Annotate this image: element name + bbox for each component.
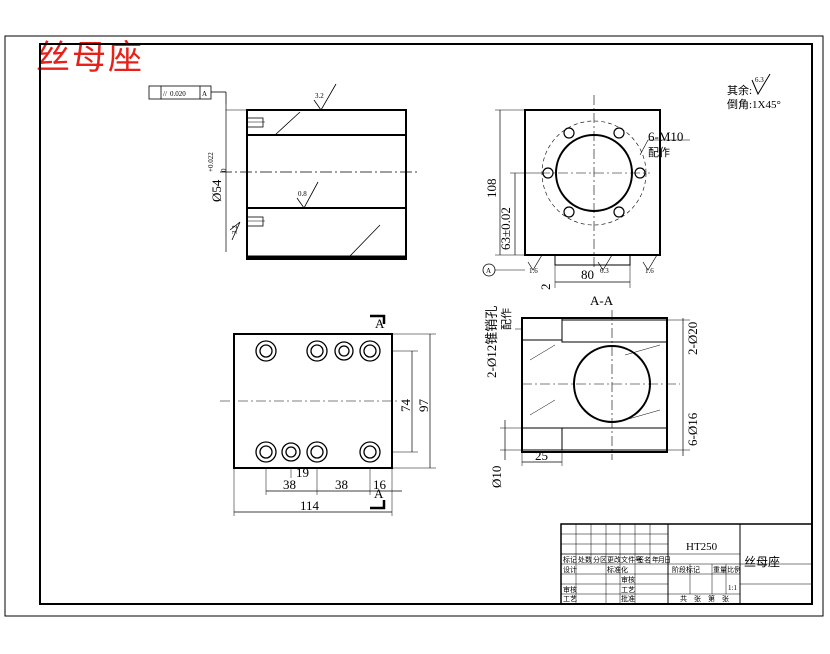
tb-stage: 阶段标记 xyxy=(672,565,700,574)
tb-mark: 标记 xyxy=(563,555,577,564)
tb-sign: 签名 xyxy=(637,555,651,564)
title-block xyxy=(560,523,813,605)
dim-25: 25 xyxy=(535,448,548,463)
dim-108: 108 xyxy=(484,179,499,199)
tb-review: 审核 xyxy=(563,585,577,594)
tb-review-2: 审核 xyxy=(621,575,635,584)
pin-hole-label: 2-Ø12锥销孔 xyxy=(484,306,499,378)
inner-frame xyxy=(39,43,813,605)
section-view xyxy=(500,310,690,466)
dia-16-label: 6-Ø16 xyxy=(685,412,700,446)
outer-frame xyxy=(4,35,824,617)
dim-38-a: 38 xyxy=(283,477,296,492)
front-view xyxy=(220,314,436,516)
dim-38-b: 38 xyxy=(335,477,348,492)
dim-2: 2 xyxy=(538,284,553,291)
rough-right: 1.6 xyxy=(645,267,654,275)
tb-ratio: 比例 xyxy=(727,565,741,574)
dia-54-label: Ø54 xyxy=(209,179,224,202)
note-roughness: 6.3 xyxy=(755,76,764,84)
roughness-top: 3.2 xyxy=(315,92,324,100)
roughness-side: 3.2 xyxy=(231,225,239,234)
section-title: A-A xyxy=(590,293,614,308)
dim-19: 19 xyxy=(296,465,309,480)
datum-a-top: A xyxy=(486,267,491,275)
tb-designer: 设计 xyxy=(563,565,577,574)
dim-97: 97 xyxy=(416,399,431,413)
dia-10-label: Ø10 xyxy=(489,466,504,488)
dim-74: 74 xyxy=(398,399,413,413)
tb-day: 日 xyxy=(664,556,671,564)
tol-datum: A xyxy=(202,90,207,98)
note-line-1: 其余: xyxy=(727,83,752,97)
tb-standardize: 标准化 xyxy=(607,565,628,574)
tol-symbol: // xyxy=(163,90,167,98)
dim-63: 63±0.02 xyxy=(498,207,513,250)
dia-20-label: 2-Ø20 xyxy=(685,322,700,355)
roughness-bore: 0.8 xyxy=(298,190,307,198)
tb-change-doc: 更改文件号 xyxy=(607,555,642,564)
dim-114: 114 xyxy=(300,498,320,513)
thread-label: 6-M10 xyxy=(648,129,683,144)
tb-craft: 工艺 xyxy=(563,595,577,603)
side-view-top-left xyxy=(148,83,420,260)
tb-month: 月 xyxy=(658,556,665,564)
rough-left: 1.6 xyxy=(529,267,538,275)
tb-scale: 1:1 xyxy=(728,584,737,592)
tb-approve: 批准 xyxy=(621,594,635,603)
tb-weight: 重量 xyxy=(713,566,727,574)
dia-54-tol-lower: 0 xyxy=(220,168,228,172)
title-block-text: 标记 处数 分区 更改文件号 签名 年 月 日 设计 标准化 审核 工艺 审核 … xyxy=(563,541,780,603)
top-view-right xyxy=(482,95,690,288)
tb-zone: 分区 xyxy=(593,555,607,564)
section-mark-bottom: A xyxy=(374,486,384,501)
dim-16: 16 xyxy=(373,477,387,492)
rough-mid: 6.3 xyxy=(600,267,609,275)
tb-part-name: 丝母座 xyxy=(744,554,780,569)
pin-hole-note: 配作 xyxy=(500,308,513,330)
tb-material: HT250 xyxy=(686,541,718,553)
dim-80: 80 xyxy=(581,267,594,282)
dia-54-tol-upper: +0.022 xyxy=(207,152,215,172)
tb-year: 年 xyxy=(652,555,659,564)
tol-value: 0.020 xyxy=(170,90,186,98)
other-roughness-symbol xyxy=(751,73,771,96)
tb-sheets: 共 张 第 张 xyxy=(680,594,729,603)
section-mark-top: A xyxy=(375,316,385,331)
note-line-2: 倒角:1X45° xyxy=(727,98,781,111)
tb-craft-2: 工艺 xyxy=(621,586,635,594)
tb-count: 处数 xyxy=(578,555,592,564)
thread-note: 配作 xyxy=(648,146,670,159)
